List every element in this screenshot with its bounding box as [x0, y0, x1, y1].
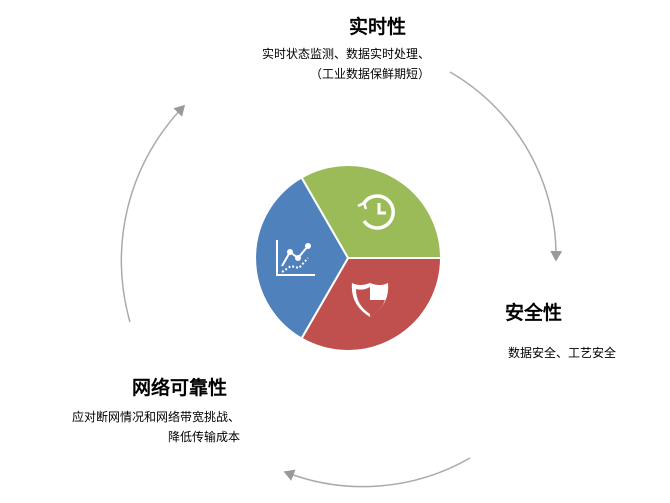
- node-title-reliability: 网络可靠性: [132, 377, 228, 399]
- shield-icon: [351, 283, 389, 317]
- desc-line: 应对断网情况和网络带宽挑战、: [71, 410, 240, 424]
- desc-line: 降低传输成本: [167, 430, 240, 444]
- node-title-realtime: 实时性: [349, 16, 407, 38]
- line-chart-icon: [276, 240, 315, 276]
- desc-line: （工业数据保鲜期短）: [309, 67, 430, 81]
- clock-history-icon: [357, 194, 395, 230]
- node-title-security: 安全性: [505, 302, 563, 324]
- node-desc-security: 数据安全、工艺安全: [508, 343, 616, 363]
- arrow-top-right: [449, 71, 563, 262]
- node-desc-reliability: 应对断网情况和网络带宽挑战、 降低传输成本: [72, 407, 240, 447]
- desc-line: 实时状态监测、数据实时处理、: [261, 47, 430, 61]
- arrow-left: [120, 104, 186, 323]
- desc-line: 数据安全、工艺安全: [508, 346, 617, 360]
- pie-segment-blue: [254, 176, 350, 340]
- arrow-bottom: [283, 457, 471, 488]
- pie-segment-green: [300, 164, 443, 259]
- node-desc-realtime: 实时状态监测、数据实时处理、 （工业数据保鲜期短）: [262, 44, 430, 84]
